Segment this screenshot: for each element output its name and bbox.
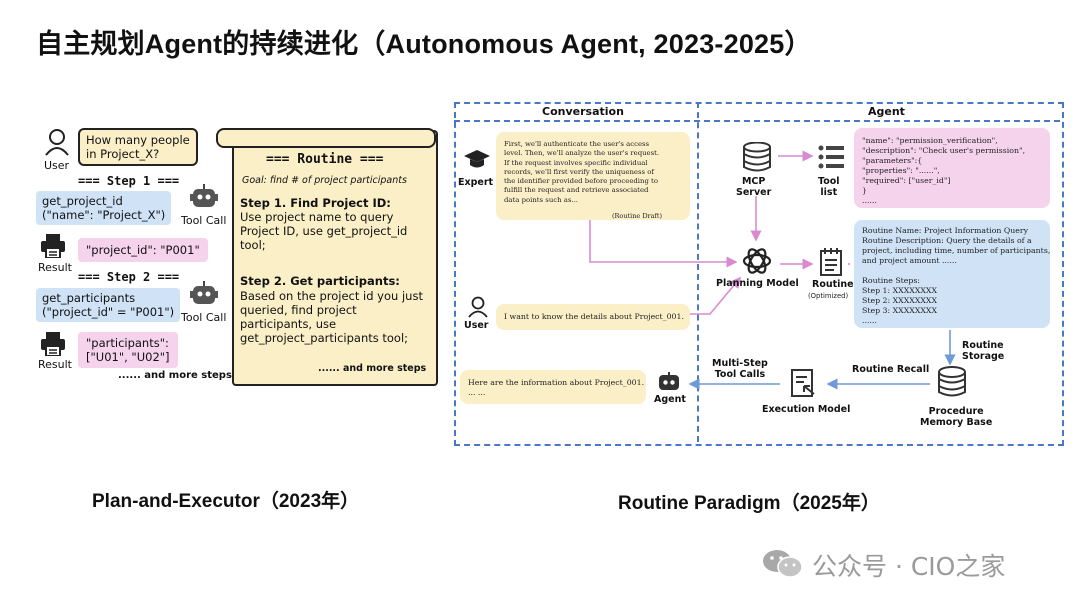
routine-scroll [232,130,438,386]
result-2: "participants": ["U01", "U02"] [78,332,178,368]
routine-paradigm-figure: Conversation Agent Expert First, we'll a… [450,98,1070,448]
procedure-memory-label: Procedure Memory Base [920,406,992,428]
more-steps-note: ...... and more steps [118,370,232,381]
robot-icon [656,372,682,392]
routine-recall-label: Routine Recall [852,364,929,375]
routine-step1-head: Step 1. Find Project ID: [240,196,391,210]
right-caption: Routine Paradigm（2025年） [618,488,880,515]
mcp-server-label: MCP Server [736,176,771,198]
tool-call-2: get_participants ("project_id" = "P001") [36,288,180,322]
watermark-text: 公众号 · CIO之家 [812,547,1005,583]
user-text: I want to know the details about Project… [504,312,684,322]
user-label: User [464,320,489,331]
execution-icon [790,368,818,398]
wechat-icon [762,548,804,580]
database-icon [936,366,968,398]
routine-title: === Routine === [266,153,383,167]
routine-info-text: Routine Name: Project Information Query … [862,226,1050,326]
database-icon [742,142,772,172]
routine-draft-label: (Routine Draft) [612,211,662,221]
user-query: How many people in Project_X? [78,128,198,166]
robot-icon [190,281,218,307]
routine-storage-label: Routine Storage [962,340,1004,362]
routine-optimized-label: (Optimized) [808,291,848,301]
tool-call-label: Tool Call [181,214,226,227]
printer-icon [40,332,66,356]
user-icon [468,296,488,318]
result-label: Result [38,358,72,371]
multi-step-label: Multi-Step Tool Calls [712,358,768,380]
document-icon [820,248,842,276]
expert-label: Expert [458,177,493,188]
tool-json-text: "name": "permission_verification", "desc… [862,136,1025,206]
expert-text: First, we'll authenticate the user's acc… [504,140,659,205]
agent-reply-text: Here are the information about Project_0… [468,378,644,398]
printer-icon [40,234,66,258]
openai-logo-icon [740,244,774,278]
result-label: Result [38,261,72,274]
robot-icon [190,184,218,210]
routine-more-steps: ...... and more steps [318,362,426,376]
routine-step2-body: Based on the project id you just queried… [240,289,423,345]
routine-goal: Goal: find # of project participants [242,174,407,188]
left-caption: Plan-and-Executor（2023年） [92,486,359,513]
tool-list-label: Tool list [818,176,840,198]
page-title: 自主规划Agent的持续进化（Autonomous Agent, 2023-20… [36,22,812,61]
graduation-cap-icon [464,150,490,170]
user-label: User [44,159,69,172]
scroll-roll [216,128,436,148]
routine-label: Routine [812,279,854,290]
result-1: "project_id": "P001" [78,238,208,262]
user-icon [44,128,70,156]
routine-step2-head: Step 2. Get participants: [240,274,400,288]
step2-separator: === Step 2 === [78,270,179,284]
plan-executor-figure: User How many people in Project_X? === S… [28,100,436,390]
routine-step1-body: Use project name to query Project ID, us… [240,210,407,252]
step1-separator: === Step 1 === [78,174,179,188]
tool-call-1: get_project_id ("name": "Project_X") [36,191,171,225]
execution-model-label: Execution Model [762,404,850,415]
agent-label: Agent [654,394,686,405]
tool-call-label: Tool Call [181,311,226,324]
list-icon [818,144,844,170]
planning-model-label: Planning Model [716,278,799,289]
